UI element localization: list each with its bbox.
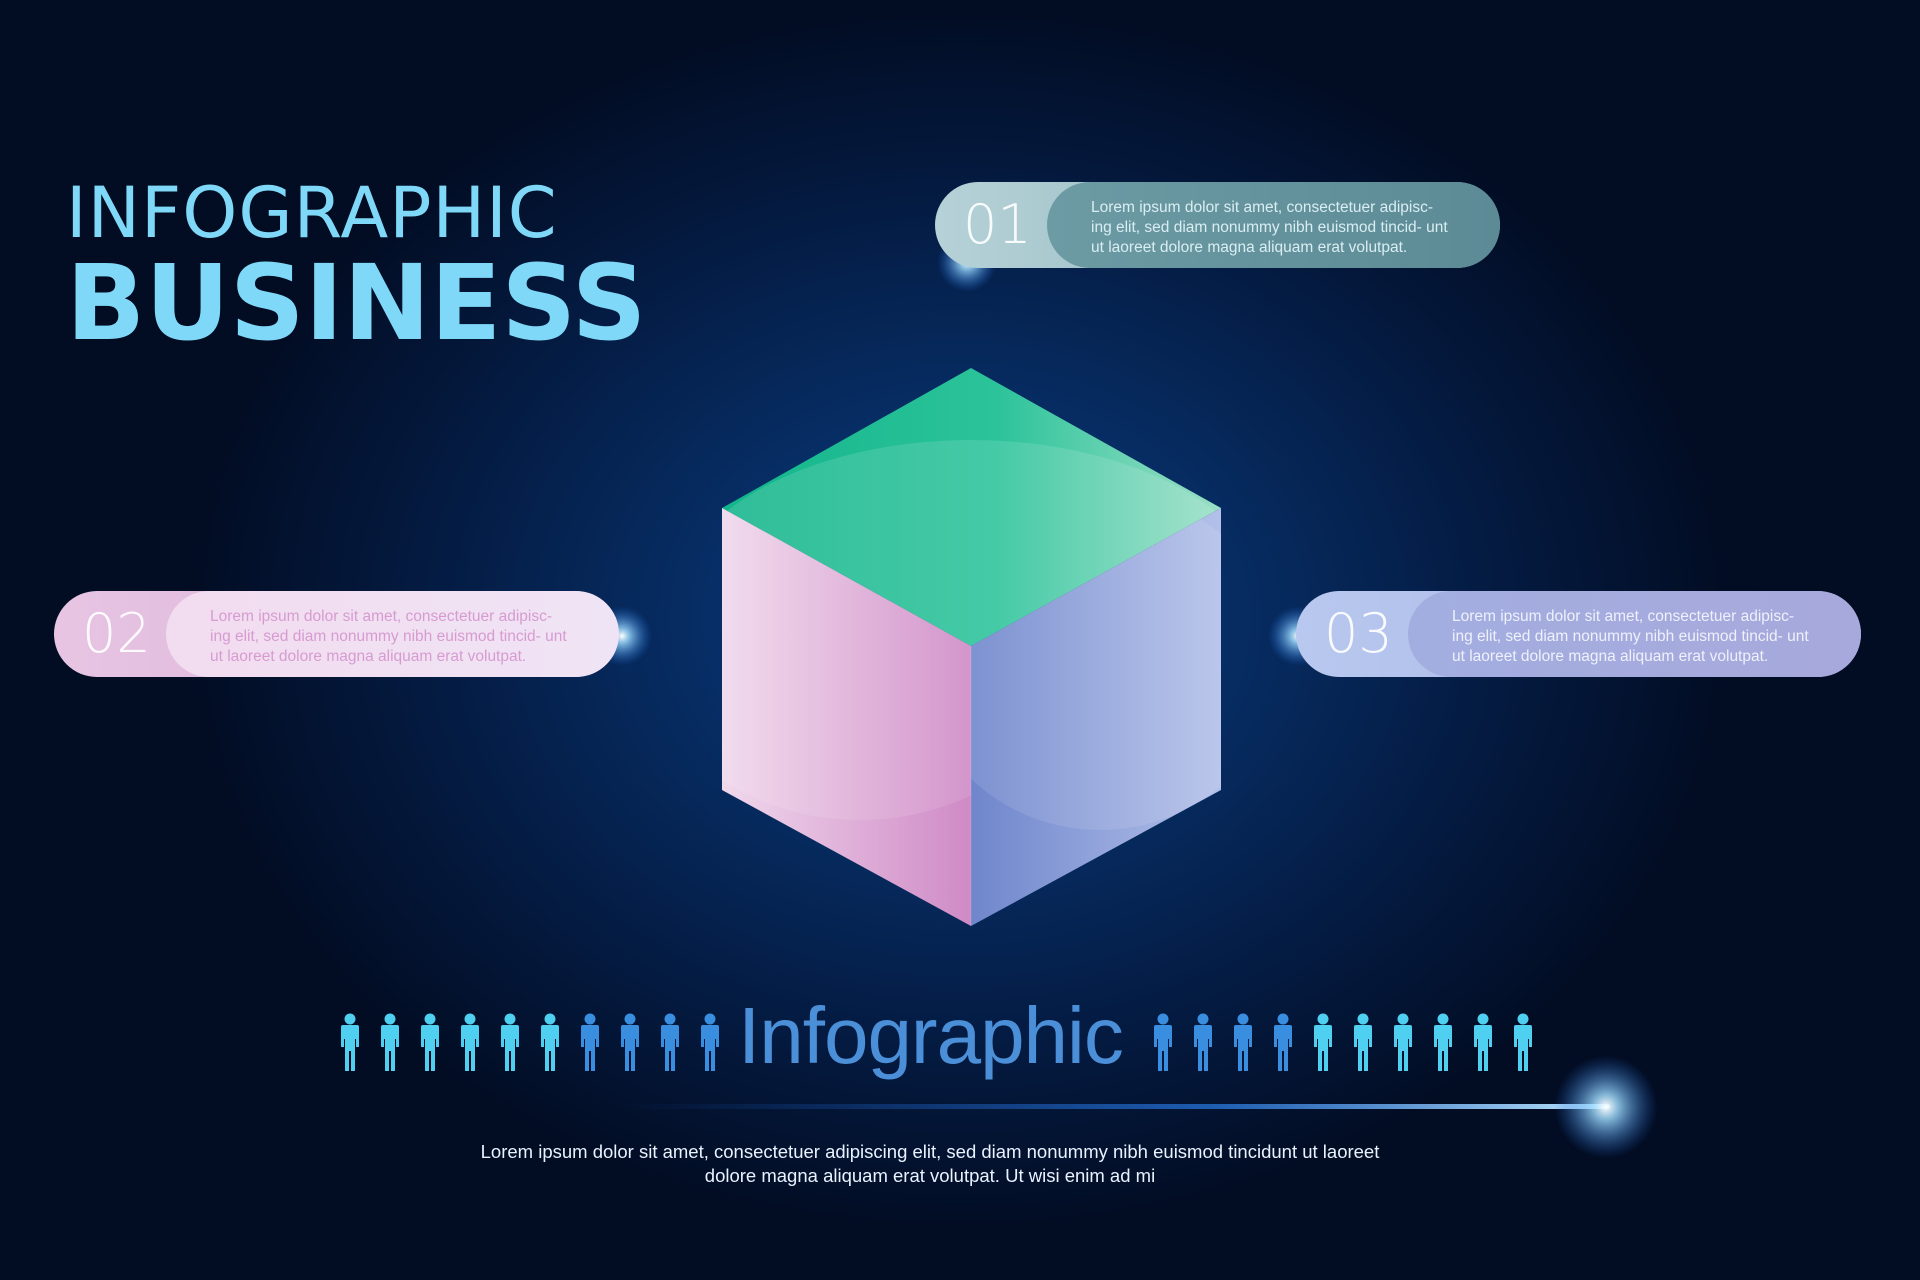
callout-01-number: 01	[963, 193, 1032, 256]
callout-02-text: Lorem ipsum dolor sit amet, consectetuer…	[210, 608, 567, 665]
person-icon	[1274, 1013, 1292, 1071]
person-icon	[1154, 1013, 1172, 1071]
cube-left-face	[722, 508, 971, 926]
bottom-beam	[620, 1104, 1610, 1109]
callout-03: 03 Lorem ipsum dolor sit amet, consectet…	[1296, 591, 1861, 677]
person-icon	[661, 1013, 679, 1071]
cube-right-face	[971, 508, 1221, 926]
person-icon	[621, 1013, 639, 1071]
person-icon	[341, 1013, 359, 1071]
callout-03-number: 03	[1324, 602, 1393, 665]
infographic-label: Infographic	[738, 991, 1124, 1080]
glow-beam-end	[1554, 1055, 1658, 1159]
person-icon	[1354, 1013, 1372, 1071]
person-icon	[1194, 1013, 1212, 1071]
callout-01-text-panel	[1047, 182, 1500, 268]
person-icon	[1514, 1013, 1532, 1071]
title-line-2: BUSINESS	[66, 242, 647, 364]
callout-01-text: Lorem ipsum dolor sit amet, consectetuer…	[1091, 199, 1448, 256]
person-icon	[1234, 1013, 1252, 1071]
person-icon	[541, 1013, 559, 1071]
cube	[722, 368, 1221, 926]
person-icon	[701, 1013, 719, 1071]
person-icon	[1474, 1013, 1492, 1071]
person-icon	[421, 1013, 439, 1071]
person-icon	[381, 1013, 399, 1071]
people-row-left	[338, 1013, 722, 1073]
person-icon	[1434, 1013, 1452, 1071]
person-icon	[461, 1013, 479, 1071]
callout-03-text: Lorem ipsum dolor sit amet, consectetuer…	[1452, 608, 1809, 665]
callout-02-number: 02	[82, 602, 151, 665]
people-row-right	[1151, 1013, 1535, 1073]
footer-text: Lorem ipsum dolor sit amet, consectetuer…	[480, 1141, 1380, 1186]
person-icon	[581, 1013, 599, 1071]
person-icon	[501, 1013, 519, 1071]
callout-02-text-panel	[166, 591, 619, 677]
callout-01: 01 Lorem ipsum dolor sit amet, consectet…	[935, 182, 1500, 268]
title-line-1: INFOGRAPHIC	[66, 172, 558, 254]
person-icon	[1394, 1013, 1412, 1071]
callout-02: 02 Lorem ipsum dolor sit amet, consectet…	[54, 591, 619, 677]
person-icon	[1314, 1013, 1332, 1071]
callout-03-text-panel	[1408, 591, 1861, 677]
cube-top-face	[722, 368, 1221, 646]
